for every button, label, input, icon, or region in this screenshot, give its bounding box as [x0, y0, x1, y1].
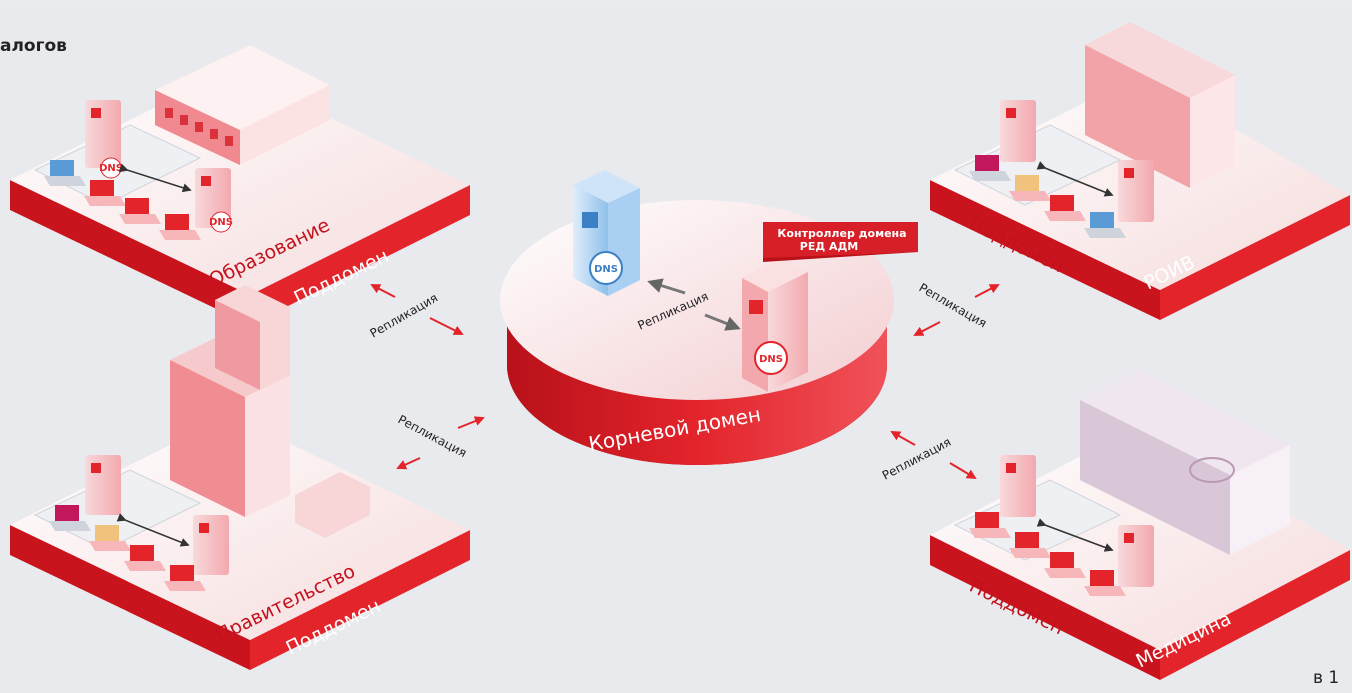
- dns-server-icon: [1118, 160, 1154, 222]
- laptop-icon: [969, 512, 1011, 538]
- laptop-icon: [1044, 195, 1086, 221]
- root-domain: DNS DNS Контроллер домена РЕД АДМ Реплик…: [500, 170, 918, 465]
- dns-label: DNS: [99, 163, 123, 174]
- laptop-icon: [1084, 212, 1126, 238]
- dns-server-icon: [1000, 455, 1036, 517]
- page-number: в 1: [1313, 668, 1340, 688]
- replication-top-right: Репликация: [913, 280, 1000, 336]
- laptop-icon: [49, 505, 91, 531]
- dns-label: DNS: [759, 354, 783, 365]
- dns-server-icon: [1000, 100, 1036, 162]
- laptop-icon: [969, 155, 1011, 181]
- dns-label: DNS: [209, 217, 233, 228]
- replication-top-left: Репликация: [368, 284, 464, 341]
- page-title: алогов: [0, 36, 67, 56]
- laptop-icon: [119, 198, 161, 224]
- laptop-icon: [159, 214, 201, 240]
- laptop-icon: [1044, 552, 1086, 578]
- controller-tag: Контроллер домена РЕД АДМ: [763, 222, 918, 262]
- domain-controller-icon: DNS: [742, 258, 808, 392]
- laptop-icon: [89, 525, 131, 551]
- platform-roiv: Поддомен РОИВ: [930, 22, 1350, 320]
- windows-dns-server-icon: DNS: [573, 170, 640, 296]
- replication-bottom-left: Репликация: [396, 412, 485, 470]
- replication-label: Репликация: [880, 435, 953, 483]
- dns-server-icon: [85, 455, 121, 515]
- laptop-icon: [164, 565, 206, 591]
- platform-education: DNS DNS Образование Поддомен: [10, 45, 470, 325]
- dns-server-icon: [193, 515, 229, 575]
- replication-label: Репликация: [396, 412, 469, 460]
- controller-sublabel: РЕД АДМ: [800, 240, 858, 253]
- dns-server-icon: [1118, 525, 1154, 587]
- platform-government: Правительство Поддомен: [10, 285, 470, 670]
- laptop-icon: [1084, 570, 1126, 596]
- laptop-icon: [84, 180, 126, 206]
- replication-label: Репликация: [917, 280, 990, 330]
- laptop-icon: [44, 160, 86, 186]
- laptop-icon: [1009, 175, 1051, 201]
- replication-label: Репликация: [368, 291, 441, 341]
- dns-server-icon: [85, 100, 121, 168]
- laptop-icon: [124, 545, 166, 571]
- laptop-icon: [1009, 532, 1051, 558]
- replication-bottom-right: Репликация: [880, 431, 977, 483]
- dns-label: DNS: [594, 264, 618, 275]
- controller-label: Контроллер домена: [777, 227, 906, 240]
- platform-medicine: Поддомен Медицина: [930, 370, 1350, 680]
